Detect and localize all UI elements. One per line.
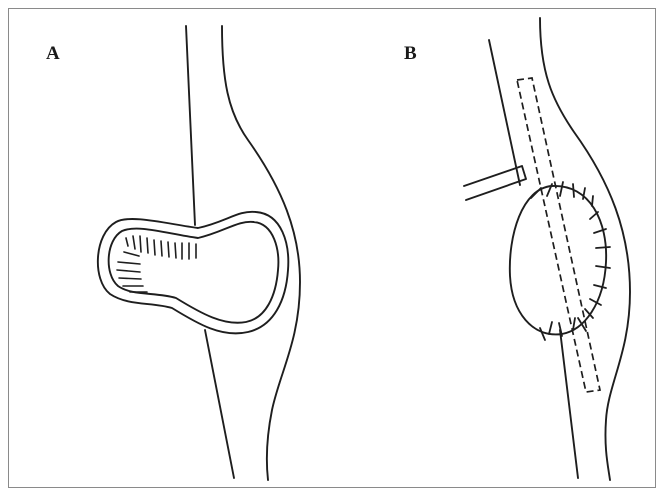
panel-a-drawing xyxy=(98,26,300,480)
panel-b-straight-line xyxy=(489,40,578,478)
panel-b-dashed-drain xyxy=(517,78,600,392)
panel-a-hatching xyxy=(117,236,196,292)
panel-b-body-contour xyxy=(540,18,630,480)
panel-label-a: A xyxy=(46,44,60,63)
panel-label-b: B xyxy=(404,44,417,63)
panel-b-sutures xyxy=(531,182,610,340)
panel-b-closure-oval xyxy=(510,186,606,334)
panel-b-drawing xyxy=(464,18,630,480)
